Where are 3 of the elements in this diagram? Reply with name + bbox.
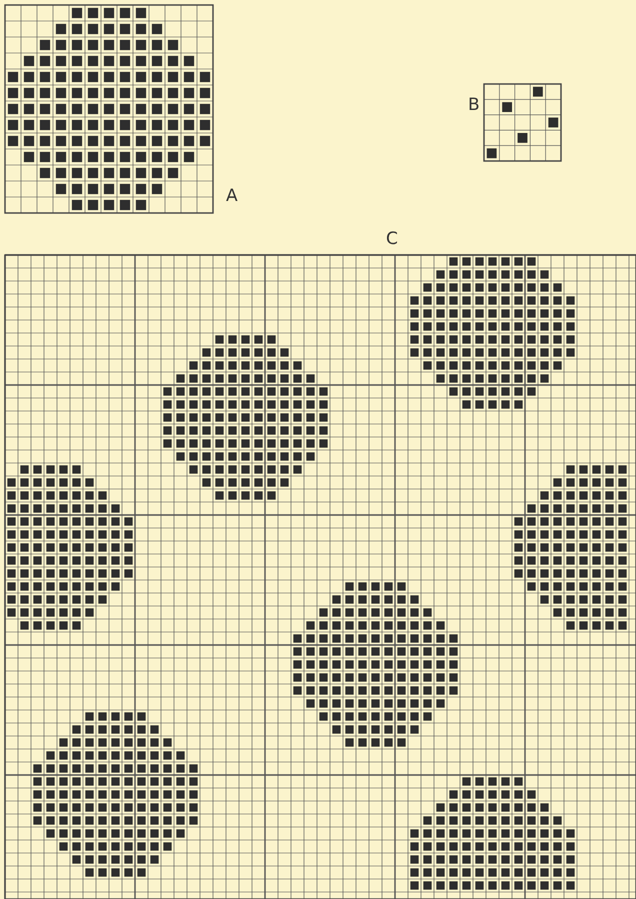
figure-letter: A: [226, 187, 238, 205]
figure-letter: C: [386, 230, 398, 248]
figure-letter: B: [468, 96, 480, 114]
